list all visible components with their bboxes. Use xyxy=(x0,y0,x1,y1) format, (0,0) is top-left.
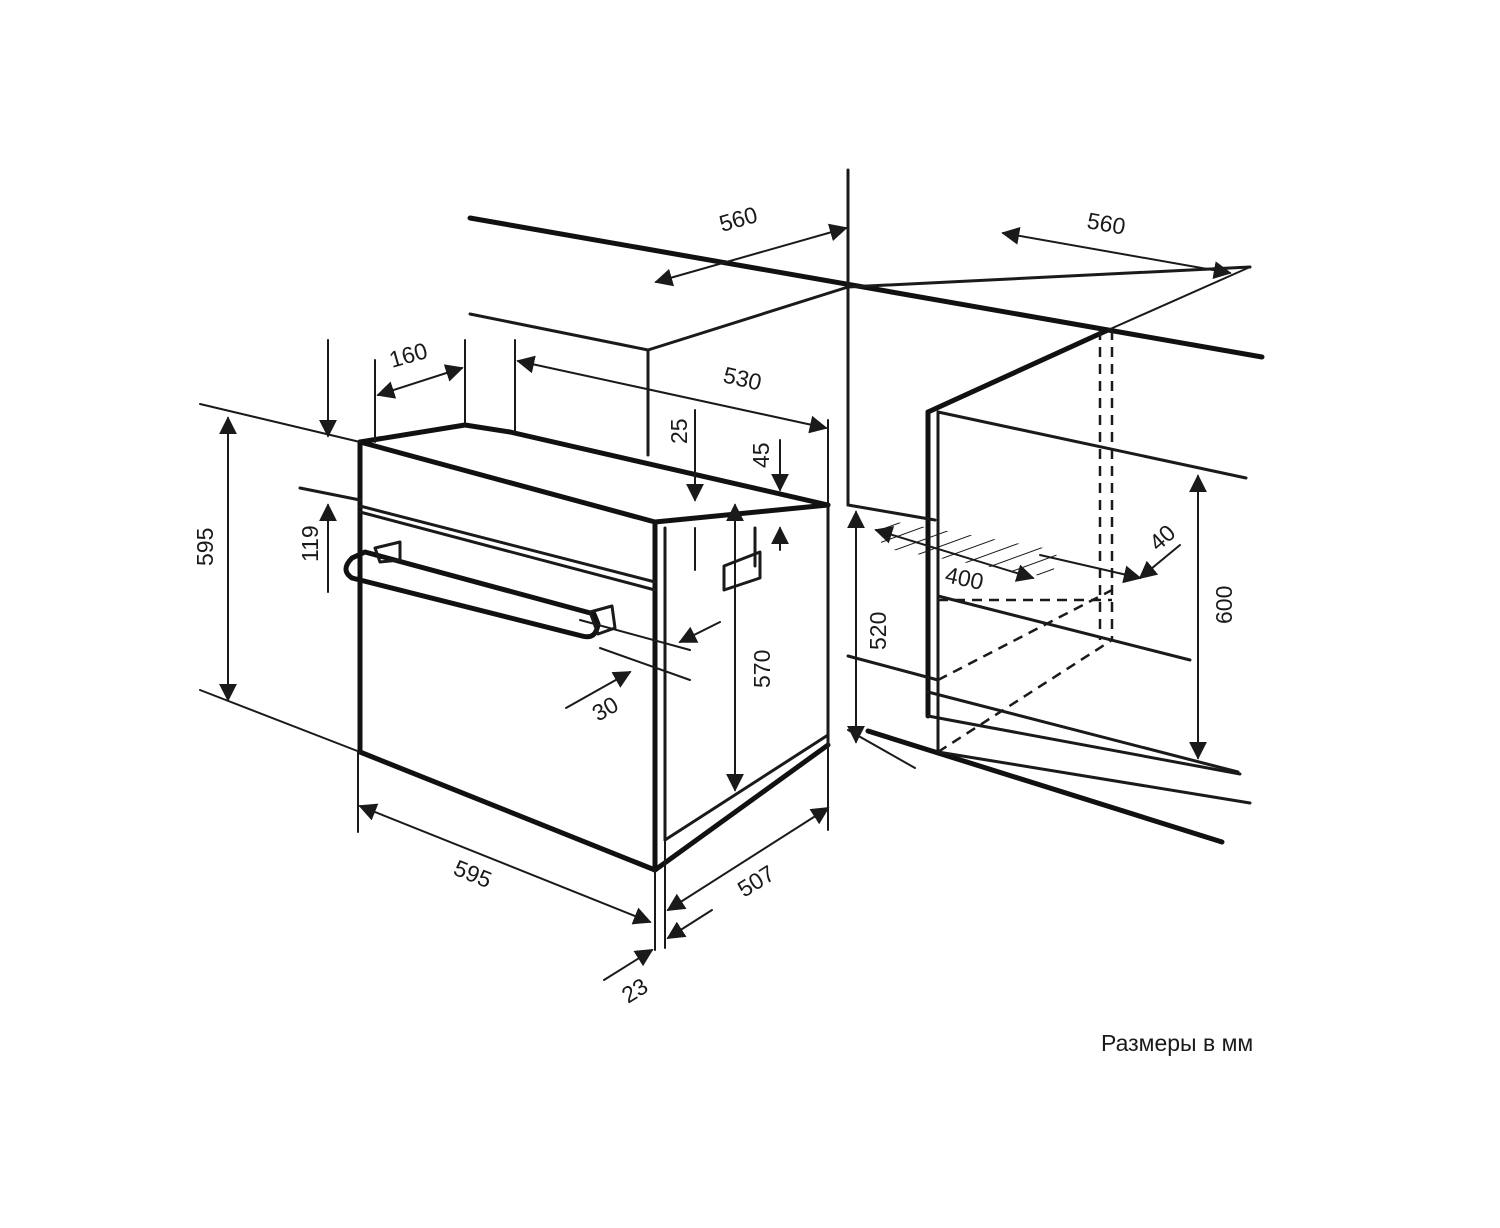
units-caption: Размеры в мм xyxy=(1101,1030,1254,1056)
dim-595-height: 595 xyxy=(192,528,218,566)
dimension-lines xyxy=(219,223,1232,981)
dim-23: 23 xyxy=(617,973,652,1009)
dim-560-left: 560 xyxy=(716,201,760,237)
dimension-labels: 560 560 160 530 25 45 595 119 570 30 595… xyxy=(192,201,1237,1008)
dim-400: 400 xyxy=(943,561,986,594)
dim-560-right: 560 xyxy=(1085,207,1127,239)
dim-595-width: 595 xyxy=(450,855,495,893)
dim-25: 25 xyxy=(666,418,692,444)
oven-handle xyxy=(343,540,617,640)
dim-30: 30 xyxy=(588,691,623,726)
oven-body xyxy=(298,422,831,873)
dim-119: 119 xyxy=(297,525,323,562)
dim-600: 600 xyxy=(1211,586,1237,624)
dim-160: 160 xyxy=(386,337,430,373)
dim-520: 520 xyxy=(865,612,891,650)
dim-45: 45 xyxy=(748,442,774,468)
dim-507: 507 xyxy=(733,860,779,902)
dim-570: 570 xyxy=(749,650,775,688)
dim-530: 530 xyxy=(721,362,764,396)
